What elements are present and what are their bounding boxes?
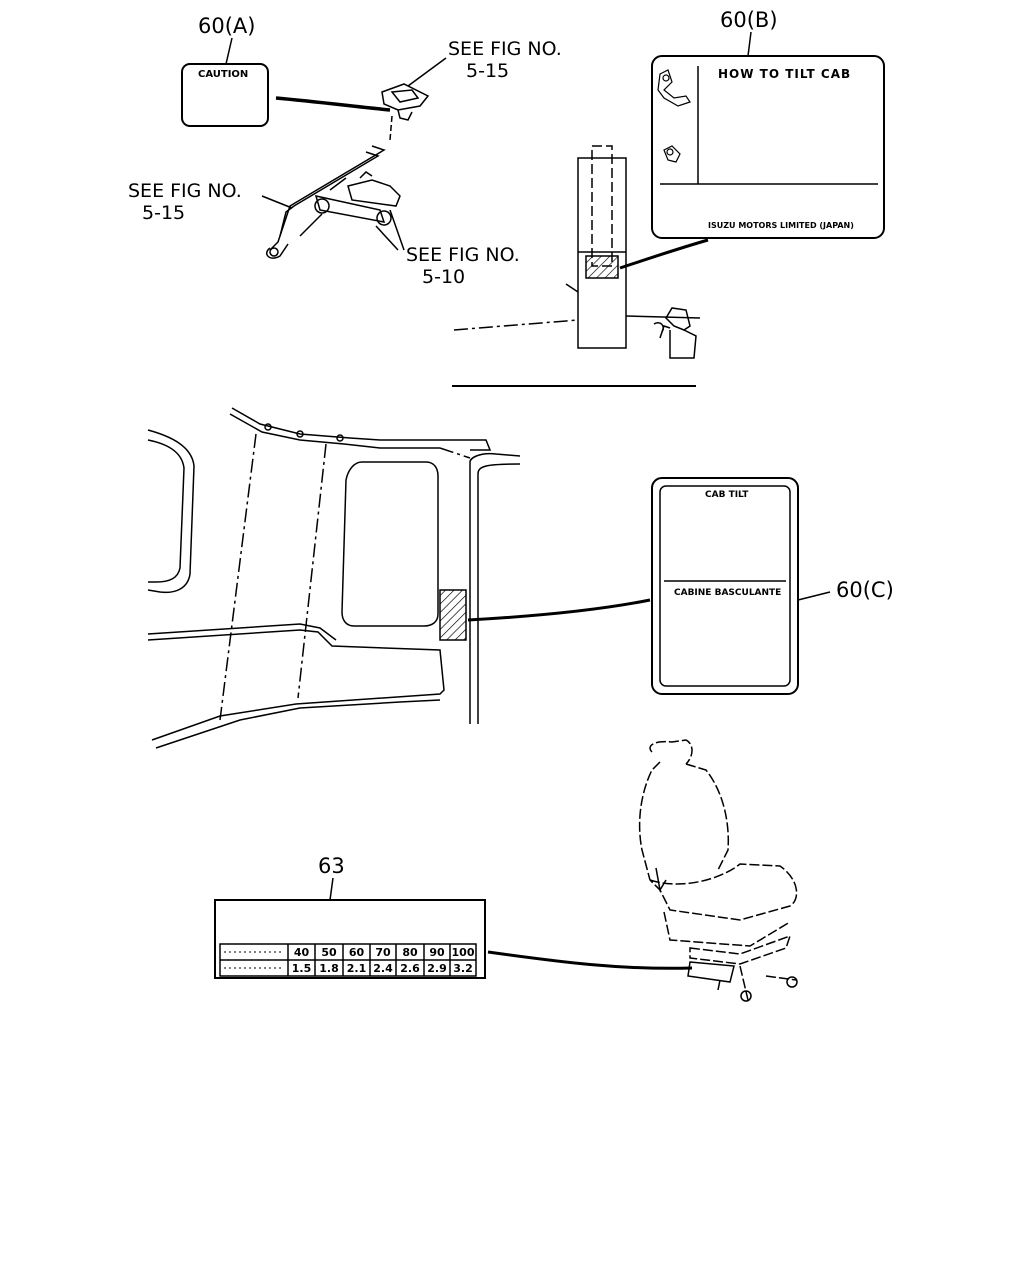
table-cell: 60 (348, 946, 365, 959)
reference-1-line1: SEE FIG NO. (448, 38, 562, 60)
label-a-text: CAUTION (198, 69, 249, 80)
label-c-text-top: CAB TILT (705, 490, 749, 500)
table-cell: 2.4 (373, 962, 393, 975)
reference-2-line2: 5-15 (142, 202, 186, 224)
table-cell: 2.9 (427, 962, 447, 975)
table-cell: 1.8 (319, 962, 339, 975)
label-a-callout: 60(A) (198, 14, 256, 38)
table-cell: 40 (293, 946, 310, 959)
table-cell: 2.1 (346, 962, 367, 975)
table-cell: 3.2 (453, 962, 473, 975)
label-63-plate (214, 877, 693, 979)
label-c-text-bottom: CABINE BASCULANTE (674, 588, 782, 598)
table-cell: 100 (451, 946, 475, 959)
table-cell: 1.5 (291, 962, 312, 975)
label-63-callout: 63 (318, 854, 345, 878)
label-a-plate (181, 37, 391, 127)
tilt-lever-mechanism (261, 57, 447, 259)
table-cell: 2.6 (400, 962, 420, 975)
reference-2-line1: SEE FIG NO. (128, 180, 242, 202)
cab-pillar (452, 145, 701, 387)
table-cell: 90 (429, 946, 445, 959)
table-cell: 80 (402, 946, 418, 959)
label-c-plate (651, 477, 831, 695)
table-cell: 50 (321, 946, 337, 959)
label-c-callout: 60(C) (836, 578, 894, 602)
table-cell: 70 (375, 946, 391, 959)
reference-3-line2: 5-10 (422, 266, 466, 288)
label-b-callout: 60(B) (720, 8, 778, 32)
driver-seat (638, 739, 798, 1002)
reference-1-line2: 5-15 (466, 60, 510, 82)
cab-side-view (147, 407, 651, 749)
label-b-plate (619, 31, 885, 270)
reference-3-line1: SEE FIG NO. (406, 244, 520, 266)
label-b-title: HOW TO TILT CAB (718, 67, 852, 81)
label-b-footer: ISUZU MOTORS LIMITED (JAPAN) (708, 221, 854, 230)
